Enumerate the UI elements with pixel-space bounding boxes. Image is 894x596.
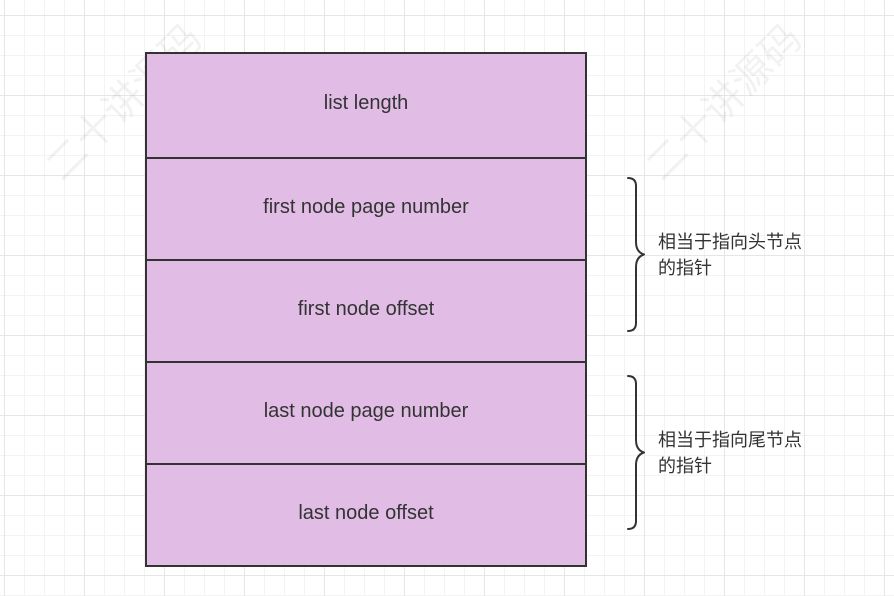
tail-pointer-brace-icon <box>624 374 654 531</box>
field-label: first node page number <box>263 195 469 218</box>
head-pointer-brace-icon <box>624 176 654 333</box>
field-last-node-offset: last node offset <box>147 463 585 565</box>
field-first-node-offset: first node offset <box>147 259 585 361</box>
field-label: list length <box>323 92 409 114</box>
field-label: last node offset <box>298 501 434 524</box>
field-list-length: list length <box>147 54 585 157</box>
watermark: 二十讲源码 <box>637 15 812 190</box>
field-first-node-page-number: first node page number <box>147 157 585 259</box>
tail-pointer-annotation: 相当于指向尾节点的指针 <box>658 430 802 477</box>
field-last-node-page-number: last node page number <box>147 361 585 463</box>
field-label: last node page number <box>263 399 469 422</box>
list-structure-box: list length first node page number first… <box>145 52 587 567</box>
head-pointer-annotation: 相当于指向头节点的指针 <box>658 232 802 279</box>
field-label: first node offset <box>297 297 435 320</box>
